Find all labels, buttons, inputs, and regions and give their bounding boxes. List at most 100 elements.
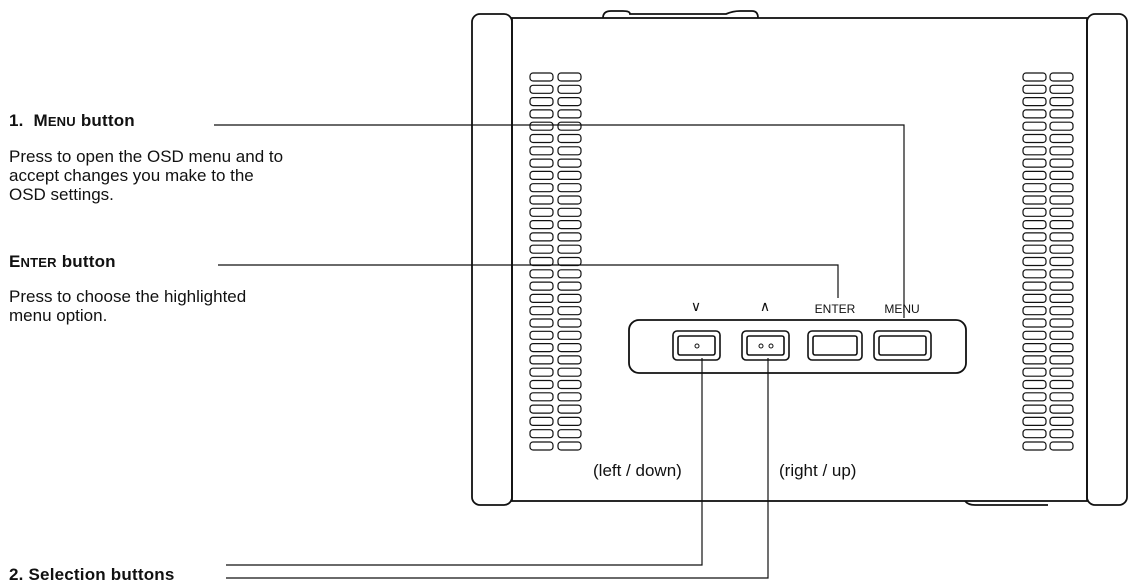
vent-slot bbox=[529, 416, 554, 426]
vent-slot bbox=[1049, 133, 1074, 144]
vent-slot bbox=[1022, 232, 1047, 242]
vent-slot bbox=[1049, 183, 1074, 193]
vent-slot bbox=[557, 281, 582, 291]
vent-slot bbox=[1049, 84, 1074, 94]
vent-slot bbox=[1049, 318, 1074, 328]
vent-slot bbox=[529, 404, 554, 414]
vent-slot bbox=[1049, 343, 1074, 353]
vent-slot bbox=[557, 379, 582, 390]
vent-slot bbox=[529, 170, 554, 180]
vent-slot bbox=[529, 109, 554, 119]
vent-slot bbox=[529, 392, 554, 402]
vent-slot bbox=[557, 195, 582, 205]
up-arrow-label: ∧ bbox=[759, 298, 771, 314]
vent-slot bbox=[557, 158, 582, 168]
vent-slot bbox=[1049, 379, 1074, 390]
menu-label: MENU bbox=[884, 302, 920, 316]
down-button[interactable] bbox=[672, 330, 721, 361]
selection-buttons-heading: 2. Selection buttons bbox=[9, 565, 175, 584]
vent-slot bbox=[1049, 429, 1074, 439]
vent-slot bbox=[1049, 392, 1074, 402]
vent-slot bbox=[529, 330, 554, 340]
vent-slot bbox=[557, 146, 582, 156]
vent-slot bbox=[1049, 355, 1074, 365]
menu-button-description: Press to open the OSD menu and to accept… bbox=[9, 147, 283, 204]
vent-slot bbox=[1022, 121, 1047, 131]
menu-number: 1. bbox=[9, 111, 24, 130]
vent-slot bbox=[557, 170, 582, 180]
vent-slot bbox=[557, 392, 582, 402]
vent-slot bbox=[529, 343, 554, 353]
vent-slot bbox=[1022, 343, 1047, 353]
vent-slot bbox=[529, 355, 554, 365]
vent-slot bbox=[557, 256, 582, 267]
menu-name-suffix: button bbox=[80, 111, 135, 130]
vent-slot bbox=[529, 133, 554, 144]
vent-slot bbox=[557, 293, 582, 303]
vent-slot bbox=[557, 121, 582, 131]
vent-slot bbox=[557, 220, 582, 230]
vent-slot bbox=[557, 429, 582, 439]
vent-slot bbox=[1022, 244, 1047, 254]
menu-name-first: M bbox=[33, 111, 48, 130]
bottom-foot bbox=[964, 500, 1048, 506]
vent-slot bbox=[1022, 220, 1047, 230]
vent-slot bbox=[1022, 281, 1047, 291]
vent-slot bbox=[1049, 220, 1074, 230]
vent-slot bbox=[1049, 146, 1074, 156]
vent-slot bbox=[1049, 367, 1074, 377]
up-button[interactable] bbox=[741, 330, 790, 361]
vent-slot bbox=[557, 367, 582, 377]
vent-slot bbox=[1049, 72, 1074, 82]
monitor-left-edge bbox=[471, 13, 513, 506]
vent-slot bbox=[1022, 429, 1047, 439]
vent-slot bbox=[557, 441, 582, 451]
vent-slot bbox=[1022, 133, 1047, 144]
vent-slot bbox=[1049, 170, 1074, 180]
vent-slot bbox=[1049, 207, 1074, 217]
vent-slot bbox=[557, 232, 582, 242]
menu-button-heading: 1. MENU button bbox=[9, 111, 135, 131]
vent-slot bbox=[1022, 84, 1047, 94]
vent-slot bbox=[529, 256, 554, 267]
menu-desc-line: OSD settings. bbox=[9, 185, 114, 204]
vent-slot bbox=[529, 429, 554, 439]
vent-slot bbox=[1022, 355, 1047, 365]
vent-slot bbox=[1022, 416, 1047, 426]
vent-slot bbox=[557, 183, 582, 193]
enter-name-rest: NTER bbox=[20, 255, 57, 270]
vent-slot bbox=[529, 367, 554, 377]
vent-slot bbox=[529, 244, 554, 254]
vent-slot bbox=[1049, 232, 1074, 242]
vent-slot bbox=[557, 133, 582, 144]
enter-button-heading: ENTER button bbox=[9, 252, 116, 272]
vent-slot bbox=[1049, 195, 1074, 205]
menu-desc-line: Press to open the OSD menu and to bbox=[9, 147, 284, 166]
vent-slot bbox=[557, 109, 582, 119]
menu-button[interactable] bbox=[873, 330, 932, 361]
up-leader-line bbox=[226, 358, 769, 579]
menu-name-rest: ENU bbox=[47, 114, 76, 129]
vent-slots bbox=[529, 72, 1074, 451]
vent-slot bbox=[1049, 404, 1074, 414]
vent-slot bbox=[529, 232, 554, 242]
vent-slot bbox=[1022, 170, 1047, 180]
vent-slot bbox=[1049, 416, 1074, 426]
vent-slot bbox=[529, 146, 554, 156]
enter-name-suffix: button bbox=[61, 252, 116, 271]
vent-slot bbox=[557, 207, 582, 217]
enter-button[interactable] bbox=[807, 330, 863, 361]
vent-slot bbox=[557, 416, 582, 426]
vent-slot bbox=[557, 96, 582, 107]
vent-slot bbox=[529, 293, 554, 303]
enter-name-first: E bbox=[9, 252, 21, 271]
vent-slot bbox=[1049, 293, 1074, 303]
enter-leader-line bbox=[218, 264, 839, 298]
vent-slot bbox=[557, 244, 582, 254]
vent-slot bbox=[529, 183, 554, 193]
down-leader-line bbox=[226, 358, 703, 566]
vent-slot bbox=[1049, 96, 1074, 107]
vent-slot bbox=[1049, 281, 1074, 291]
vent-slot bbox=[1049, 158, 1074, 168]
vent-slot bbox=[1022, 256, 1047, 267]
